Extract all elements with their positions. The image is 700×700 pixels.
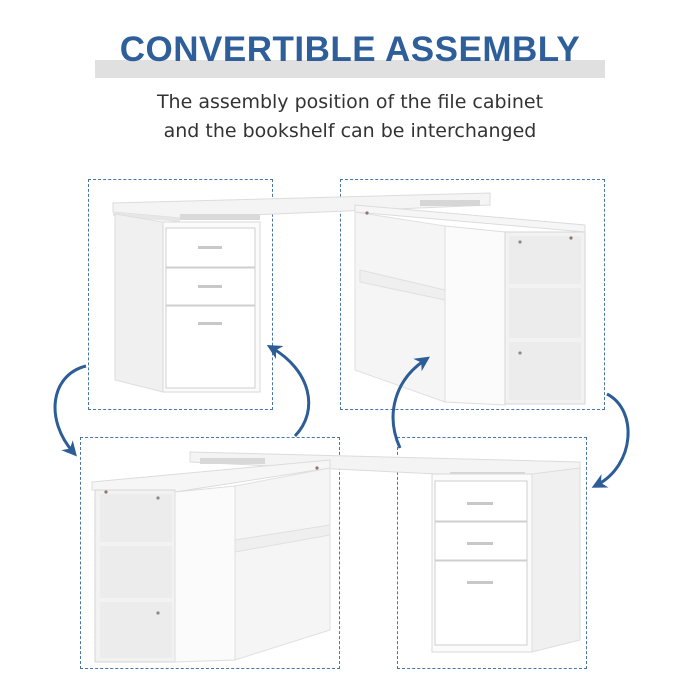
bookshelf-top-right — [354, 204, 586, 406]
arrow-left-down-icon — [53, 364, 87, 457]
panel-bottom-right — [397, 437, 587, 669]
arrow-center-left-up-icon — [266, 344, 311, 438]
bookshelf-bottom-left — [91, 459, 331, 663]
arrow-center-right-up-icon — [391, 356, 430, 449]
panel-bottom-left — [80, 437, 340, 669]
arrow-right-down-icon — [591, 392, 630, 488]
subtitle: The assembly position of the file cabine… — [0, 88, 700, 146]
file-cabinet-top-left — [114, 213, 261, 393]
top-desk — [112, 192, 491, 222]
page-title: CONVERTIBLE ASSEMBLY — [119, 30, 581, 69]
subtitle-line-1: The assembly position of the file cabine… — [156, 91, 544, 113]
subtitle-line-2: and the bookshelf can be interchanged — [163, 120, 537, 142]
panel-top-right — [340, 179, 605, 410]
panel-top-left — [88, 179, 273, 410]
file-cabinet-bottom-right — [431, 467, 581, 653]
title-band — [95, 60, 605, 78]
